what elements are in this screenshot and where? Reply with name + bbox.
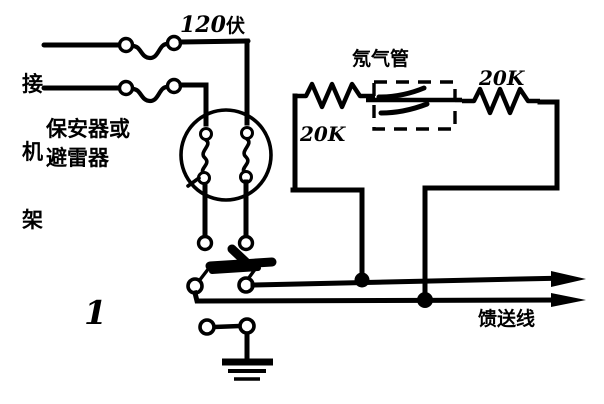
terminal-left-char-3: 架 (22, 208, 43, 233)
protection-network (290, 93, 560, 303)
feeder-line-label: 馈送线 (478, 308, 536, 330)
resistor-right-20k (462, 86, 540, 116)
terminal-left-char-2: 机 (22, 140, 43, 165)
switch-terminal-left (196, 234, 214, 252)
fuse-spark-gap-bottom (41, 77, 208, 104)
fuse-spark-gap-top (41, 34, 251, 61)
gas-discharge-tube (366, 80, 462, 131)
earth-ground-symbol (222, 358, 273, 381)
resistor-right-label: 20K (479, 66, 525, 90)
gas-tube-electrode-upper (376, 85, 427, 100)
gas-tube-electrode-lower (378, 101, 430, 116)
ground-terminal-right (238, 317, 256, 335)
terminal-left-char-1: 接 (22, 72, 43, 97)
ground-branch (198, 317, 273, 381)
gas-tube-label: 氖气管 (352, 48, 410, 70)
feeder-lines (191, 275, 569, 304)
resistor-left-label: 20K (300, 122, 346, 146)
junction-dot-lower-feeder (417, 292, 433, 308)
protector-label-line1: 保安器或 (46, 117, 130, 141)
figure-number: 1 (84, 293, 107, 332)
feeder-arrowheads (551, 271, 586, 307)
gas-tube-dashed-box (372, 80, 457, 131)
supply-voltage-unit: 伏 (225, 15, 245, 37)
terminal-left-label: 接 机 架 (22, 28, 51, 277)
junction-dot-upper-feeder (354, 272, 370, 288)
supply-voltage-label: 120伏 (180, 12, 245, 38)
protector-label-line2: 避雷器 (46, 146, 109, 170)
switch-blade-upper (205, 257, 277, 271)
circular-arrester (179, 108, 273, 239)
supply-rails (203, 38, 250, 127)
resistor-left-20k (295, 81, 375, 110)
switch-blade-lower (209, 265, 261, 274)
ground-terminal-left (198, 318, 216, 336)
switch-terminal-right (237, 234, 255, 252)
supply-voltage-value: 120 (180, 12, 226, 38)
